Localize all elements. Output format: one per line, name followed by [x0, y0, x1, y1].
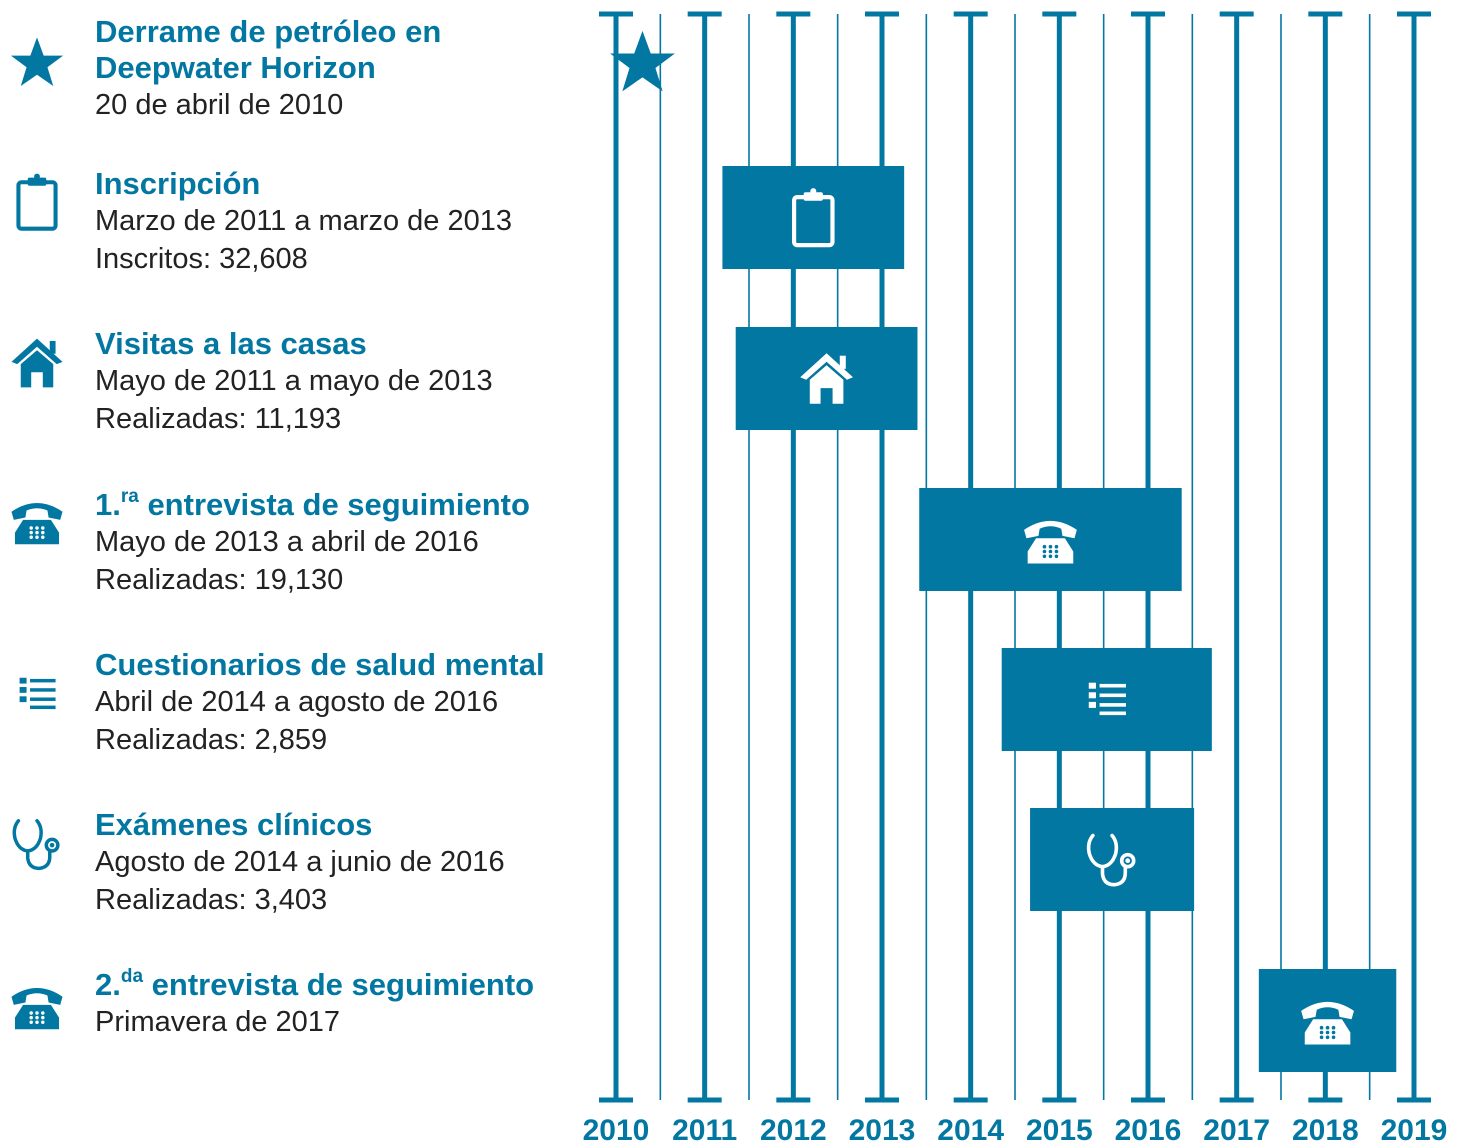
task-bar — [722, 166, 905, 269]
title-ordinal-suffix: ra — [120, 485, 139, 507]
list-icon — [8, 665, 66, 723]
stethoscope-icon — [8, 815, 66, 873]
telephone-icon — [8, 977, 66, 1035]
year-tick-label: 2018 — [1292, 1114, 1359, 1146]
legend-count: Realizadas: 19,130 — [95, 564, 344, 596]
title-number: 2. — [95, 967, 121, 1002]
title-rest: entrevista de seguimiento — [143, 967, 535, 1002]
legend-title: Inscripción — [95, 166, 261, 201]
title-number: 1. — [95, 487, 121, 522]
legend-count: Realizadas: 3,403 — [95, 884, 328, 916]
telephone-icon — [8, 492, 66, 550]
task-bar — [1001, 648, 1212, 751]
legend-date-range: Marzo de 2011 a marzo de 2013 — [95, 205, 513, 237]
clipboard-icon — [791, 188, 835, 248]
legend-date-range: Abril de 2014 a agosto de 2016 — [95, 686, 499, 718]
legend-title: Cuestionarios de salud mental — [95, 647, 545, 682]
legend-count: Realizadas: 11,193 — [95, 403, 342, 435]
legend-count: Realizadas: 2,859 — [95, 724, 328, 756]
legend-title: Exámenes clínicos — [95, 807, 373, 842]
house-icon — [8, 334, 66, 392]
year-tick-label: 2010 — [583, 1114, 650, 1146]
year-tick-label: 2017 — [1203, 1114, 1270, 1146]
legend-date-range: Mayo de 2011 a mayo de 2013 — [95, 365, 493, 397]
year-tick-label: 2015 — [1026, 1114, 1093, 1146]
legend-title: Visitas a las casas — [95, 326, 367, 361]
year-tick-label: 2011 — [672, 1114, 737, 1146]
telephone-icon — [1024, 520, 1077, 564]
legend-title: Derrame de petróleo en — [95, 14, 442, 49]
milestone-star-icon — [610, 30, 675, 92]
legend-date-range: 20 de abril de 2010 — [95, 89, 344, 121]
year-tick-label: 2013 — [849, 1114, 916, 1146]
legend-title-line2: Deepwater Horizon — [95, 50, 376, 85]
legend-count: Inscritos: 32,608 — [95, 243, 308, 275]
year-tick-label: 2019 — [1381, 1114, 1448, 1146]
title-ordinal-suffix: da — [120, 965, 144, 987]
year-tick-label: 2012 — [760, 1114, 827, 1146]
clipboard-icon — [8, 173, 66, 231]
house-icon — [800, 353, 853, 404]
legend-date-range: Agosto de 2014 a junio de 2016 — [95, 846, 505, 878]
year-tick-label: 2014 — [937, 1114, 1004, 1146]
legend-title: 2.da entrevista de seguimiento — [95, 967, 534, 1003]
list-icon — [1088, 682, 1126, 716]
star-icon — [8, 35, 66, 93]
legend-date-range: Primavera de 2017 — [95, 1006, 341, 1038]
legend-title: 1.ra entrevista de seguimiento — [95, 487, 530, 523]
title-rest: entrevista de seguimiento — [138, 487, 530, 522]
stethoscope-icon — [1086, 833, 1136, 887]
telephone-icon — [1301, 1001, 1354, 1045]
legend-date-range: Mayo de 2013 a abril de 2016 — [95, 526, 479, 558]
year-tick-label: 2016 — [1115, 1114, 1182, 1146]
